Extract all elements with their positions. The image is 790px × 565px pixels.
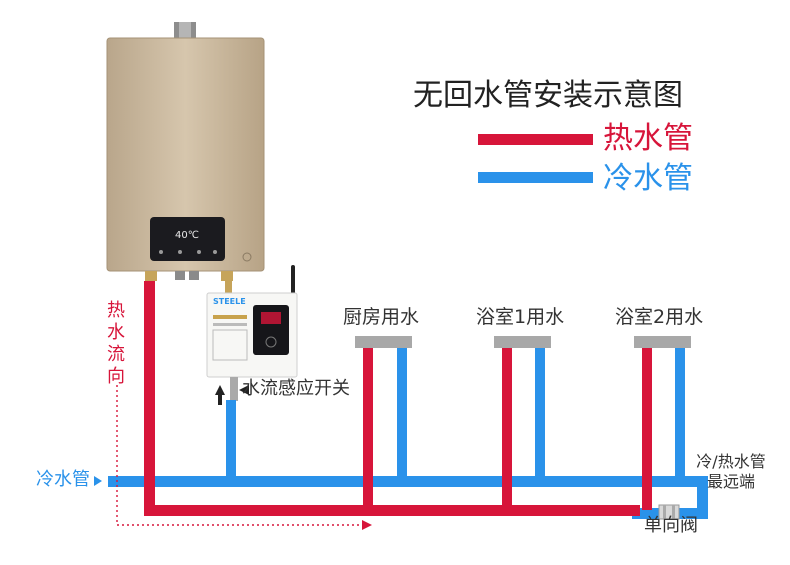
outlet-bathroom1-pipes xyxy=(494,336,551,510)
far-end-label: 冷/热水管 最远端 xyxy=(696,452,766,491)
flow-up-arrow-icon xyxy=(215,385,225,395)
heater-logo-icon xyxy=(242,252,252,262)
hot-flow-label: 热水流向 xyxy=(107,300,125,387)
sensor-pointer-icon xyxy=(239,385,249,395)
check-valve-icon xyxy=(658,504,680,520)
cold-inlet-arrow-icon xyxy=(94,476,102,486)
flow-sensor-controller: STEELE xyxy=(206,265,298,401)
main-hot-pipe-riser xyxy=(144,281,155,516)
legend-hot-label: 热水管 xyxy=(603,121,693,156)
outlet-kitchen-pipes xyxy=(355,336,412,510)
cold-inlet-label: 冷水管 xyxy=(36,469,90,490)
legend-cold-line xyxy=(478,172,593,183)
hot-flow-dotted-line xyxy=(116,385,362,526)
main-hot-pipe xyxy=(144,505,640,516)
outlet-bathroom1-label: 浴室1用水 xyxy=(476,306,565,328)
heater-temperature-display: 40℃ xyxy=(175,230,199,241)
outlet-bathroom2-label: 浴室2用水 xyxy=(615,306,704,328)
legend-hot-line xyxy=(478,134,593,145)
water-heater: 40℃ xyxy=(106,22,265,281)
outlet-bathroom2-pipes xyxy=(634,336,691,510)
diagram-title: 无回水管安装示意图 xyxy=(413,78,683,113)
outlet-kitchen-label: 厨房用水 xyxy=(343,306,420,328)
sensor-label: 水流感应开关 xyxy=(242,378,350,399)
heater-control-panel xyxy=(150,217,225,261)
main-cold-pipe xyxy=(108,476,708,487)
controller-brand-text: STEELE xyxy=(213,297,246,306)
legend-cold-label: 冷水管 xyxy=(603,161,693,196)
check-valve-label: 单向阀 xyxy=(644,515,698,536)
hot-flow-arrow-icon xyxy=(362,520,372,530)
